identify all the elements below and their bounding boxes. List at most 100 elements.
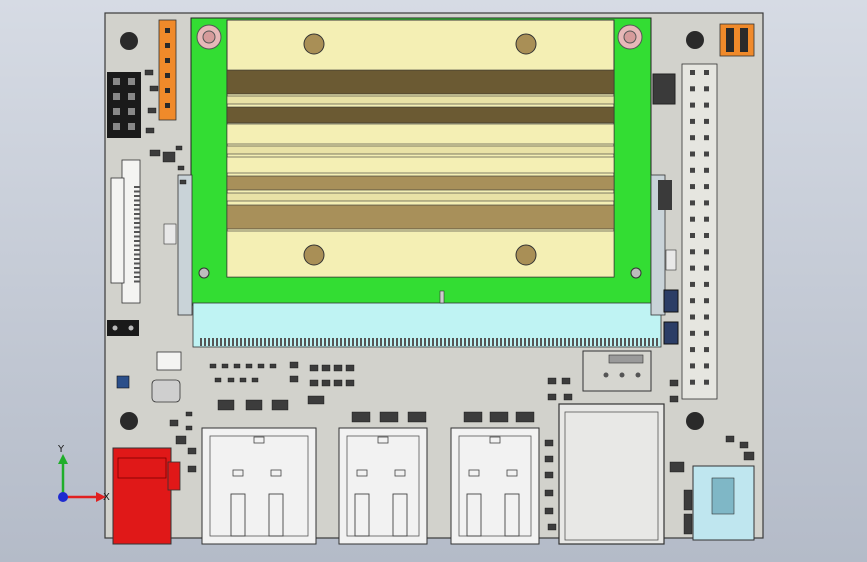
- smd-part: [162, 151, 176, 163]
- smd-part: [544, 489, 554, 497]
- edge-pin: [592, 338, 594, 346]
- edge-pin: [636, 338, 638, 346]
- heatsink-screw-hole: [515, 244, 537, 266]
- edge-pin: [624, 338, 626, 346]
- edge-pin: [336, 338, 338, 346]
- gpio-header[interactable]: [681, 63, 718, 400]
- edge-pin: [248, 338, 250, 346]
- edge-pin: [272, 338, 274, 346]
- edge-pin: [428, 338, 430, 346]
- gpio-pin: [690, 167, 695, 173]
- smd-part: [547, 377, 557, 385]
- edge-pin: [516, 338, 518, 346]
- gpio-pin: [704, 167, 709, 173]
- smd-part: [144, 69, 154, 76]
- edge-pin: [352, 338, 354, 346]
- edge-pin: [292, 338, 294, 346]
- smd-part: [463, 411, 483, 423]
- edge-pin: [324, 338, 326, 346]
- gpio-pin: [704, 249, 709, 255]
- edge-pin: [432, 338, 434, 346]
- edge-key-notch: [439, 290, 445, 304]
- edge-pin: [312, 338, 314, 346]
- gpio-pin: [690, 86, 695, 92]
- gpio-pin: [704, 330, 709, 336]
- edge-pin: [344, 338, 346, 346]
- smd-part: [333, 364, 343, 372]
- smd-part: [271, 399, 289, 411]
- fpc-pin: [134, 240, 140, 242]
- black-pin-header[interactable]: [107, 72, 141, 138]
- gpio-pin: [690, 70, 695, 75]
- edge-pin: [536, 338, 538, 346]
- small-pin-header[interactable]: [107, 320, 139, 336]
- smd-component: [663, 289, 679, 313]
- edge-pin: [488, 338, 490, 346]
- gpio-pin: [704, 298, 709, 304]
- edge-pin: [548, 338, 550, 346]
- edge-pin: [464, 338, 466, 346]
- usb-latch: [489, 436, 501, 444]
- header-pin: [113, 78, 120, 85]
- edge-pin: [288, 338, 290, 346]
- usb-c-port[interactable]: [692, 465, 755, 541]
- edge-pin: [340, 338, 342, 346]
- smd-part: [547, 523, 557, 531]
- socket-latch-left[interactable]: [163, 174, 193, 316]
- smd-part: [185, 411, 193, 417]
- edge-pin: [616, 338, 618, 346]
- smd-part: [175, 145, 183, 151]
- gpio-pin: [690, 233, 695, 238]
- fpc-pin: [134, 195, 140, 197]
- edge-pin: [444, 338, 446, 346]
- edge-pin: [656, 338, 658, 346]
- dc-barrel-jack[interactable]: [112, 447, 181, 545]
- edge-pin: [448, 338, 450, 346]
- fpc-pin: [134, 253, 140, 256]
- fan-pin: [635, 372, 641, 378]
- gpio-pin: [690, 249, 695, 255]
- som-module[interactable]: [190, 17, 662, 348]
- edge-pin: [360, 338, 362, 346]
- edge-pin: [572, 338, 574, 346]
- edge-pin: [408, 338, 410, 346]
- fpc-connector[interactable]: [110, 159, 141, 304]
- edge-pin: [532, 338, 534, 346]
- orange-pin-header-left[interactable]: [158, 19, 177, 121]
- orange-pin-header-right[interactable]: [719, 23, 755, 57]
- edge-pin: [268, 338, 270, 346]
- edge-pin: [544, 338, 546, 346]
- gpio-pin: [704, 184, 709, 190]
- smd-part: [725, 435, 735, 443]
- edge-pin: [228, 338, 230, 346]
- smd-part: [227, 377, 235, 383]
- smd-part: [179, 179, 187, 185]
- usb-latch: [468, 469, 480, 477]
- header-pin: [165, 88, 170, 93]
- smd-part: [145, 127, 155, 134]
- usb-port-stacked[interactable]: [201, 427, 317, 545]
- module-screw-inner: [202, 30, 216, 44]
- gpio-pin: [690, 314, 695, 320]
- edge-pin: [504, 338, 506, 346]
- fpc-pin: [134, 186, 140, 188]
- edge-pin: [648, 338, 650, 346]
- fpc-pin: [134, 190, 140, 193]
- header-pin: [165, 58, 170, 63]
- ethernet-rj45-port[interactable]: [558, 403, 665, 545]
- edge-pin: [480, 338, 482, 346]
- fpc-pin: [134, 235, 140, 238]
- usb-port-left[interactable]: [338, 427, 428, 545]
- fpc-pin: [134, 280, 140, 283]
- gpio-pin: [704, 216, 709, 222]
- heatsink-screw-hole: [303, 244, 325, 266]
- edge-pin: [552, 338, 554, 346]
- fan-connector[interactable]: [582, 350, 652, 392]
- usb-port-right[interactable]: [450, 427, 540, 545]
- gpio-pin: [704, 265, 709, 271]
- usb-spring-tab: [268, 493, 284, 537]
- edge-pin: [224, 338, 226, 346]
- usb-shell: [201, 427, 317, 545]
